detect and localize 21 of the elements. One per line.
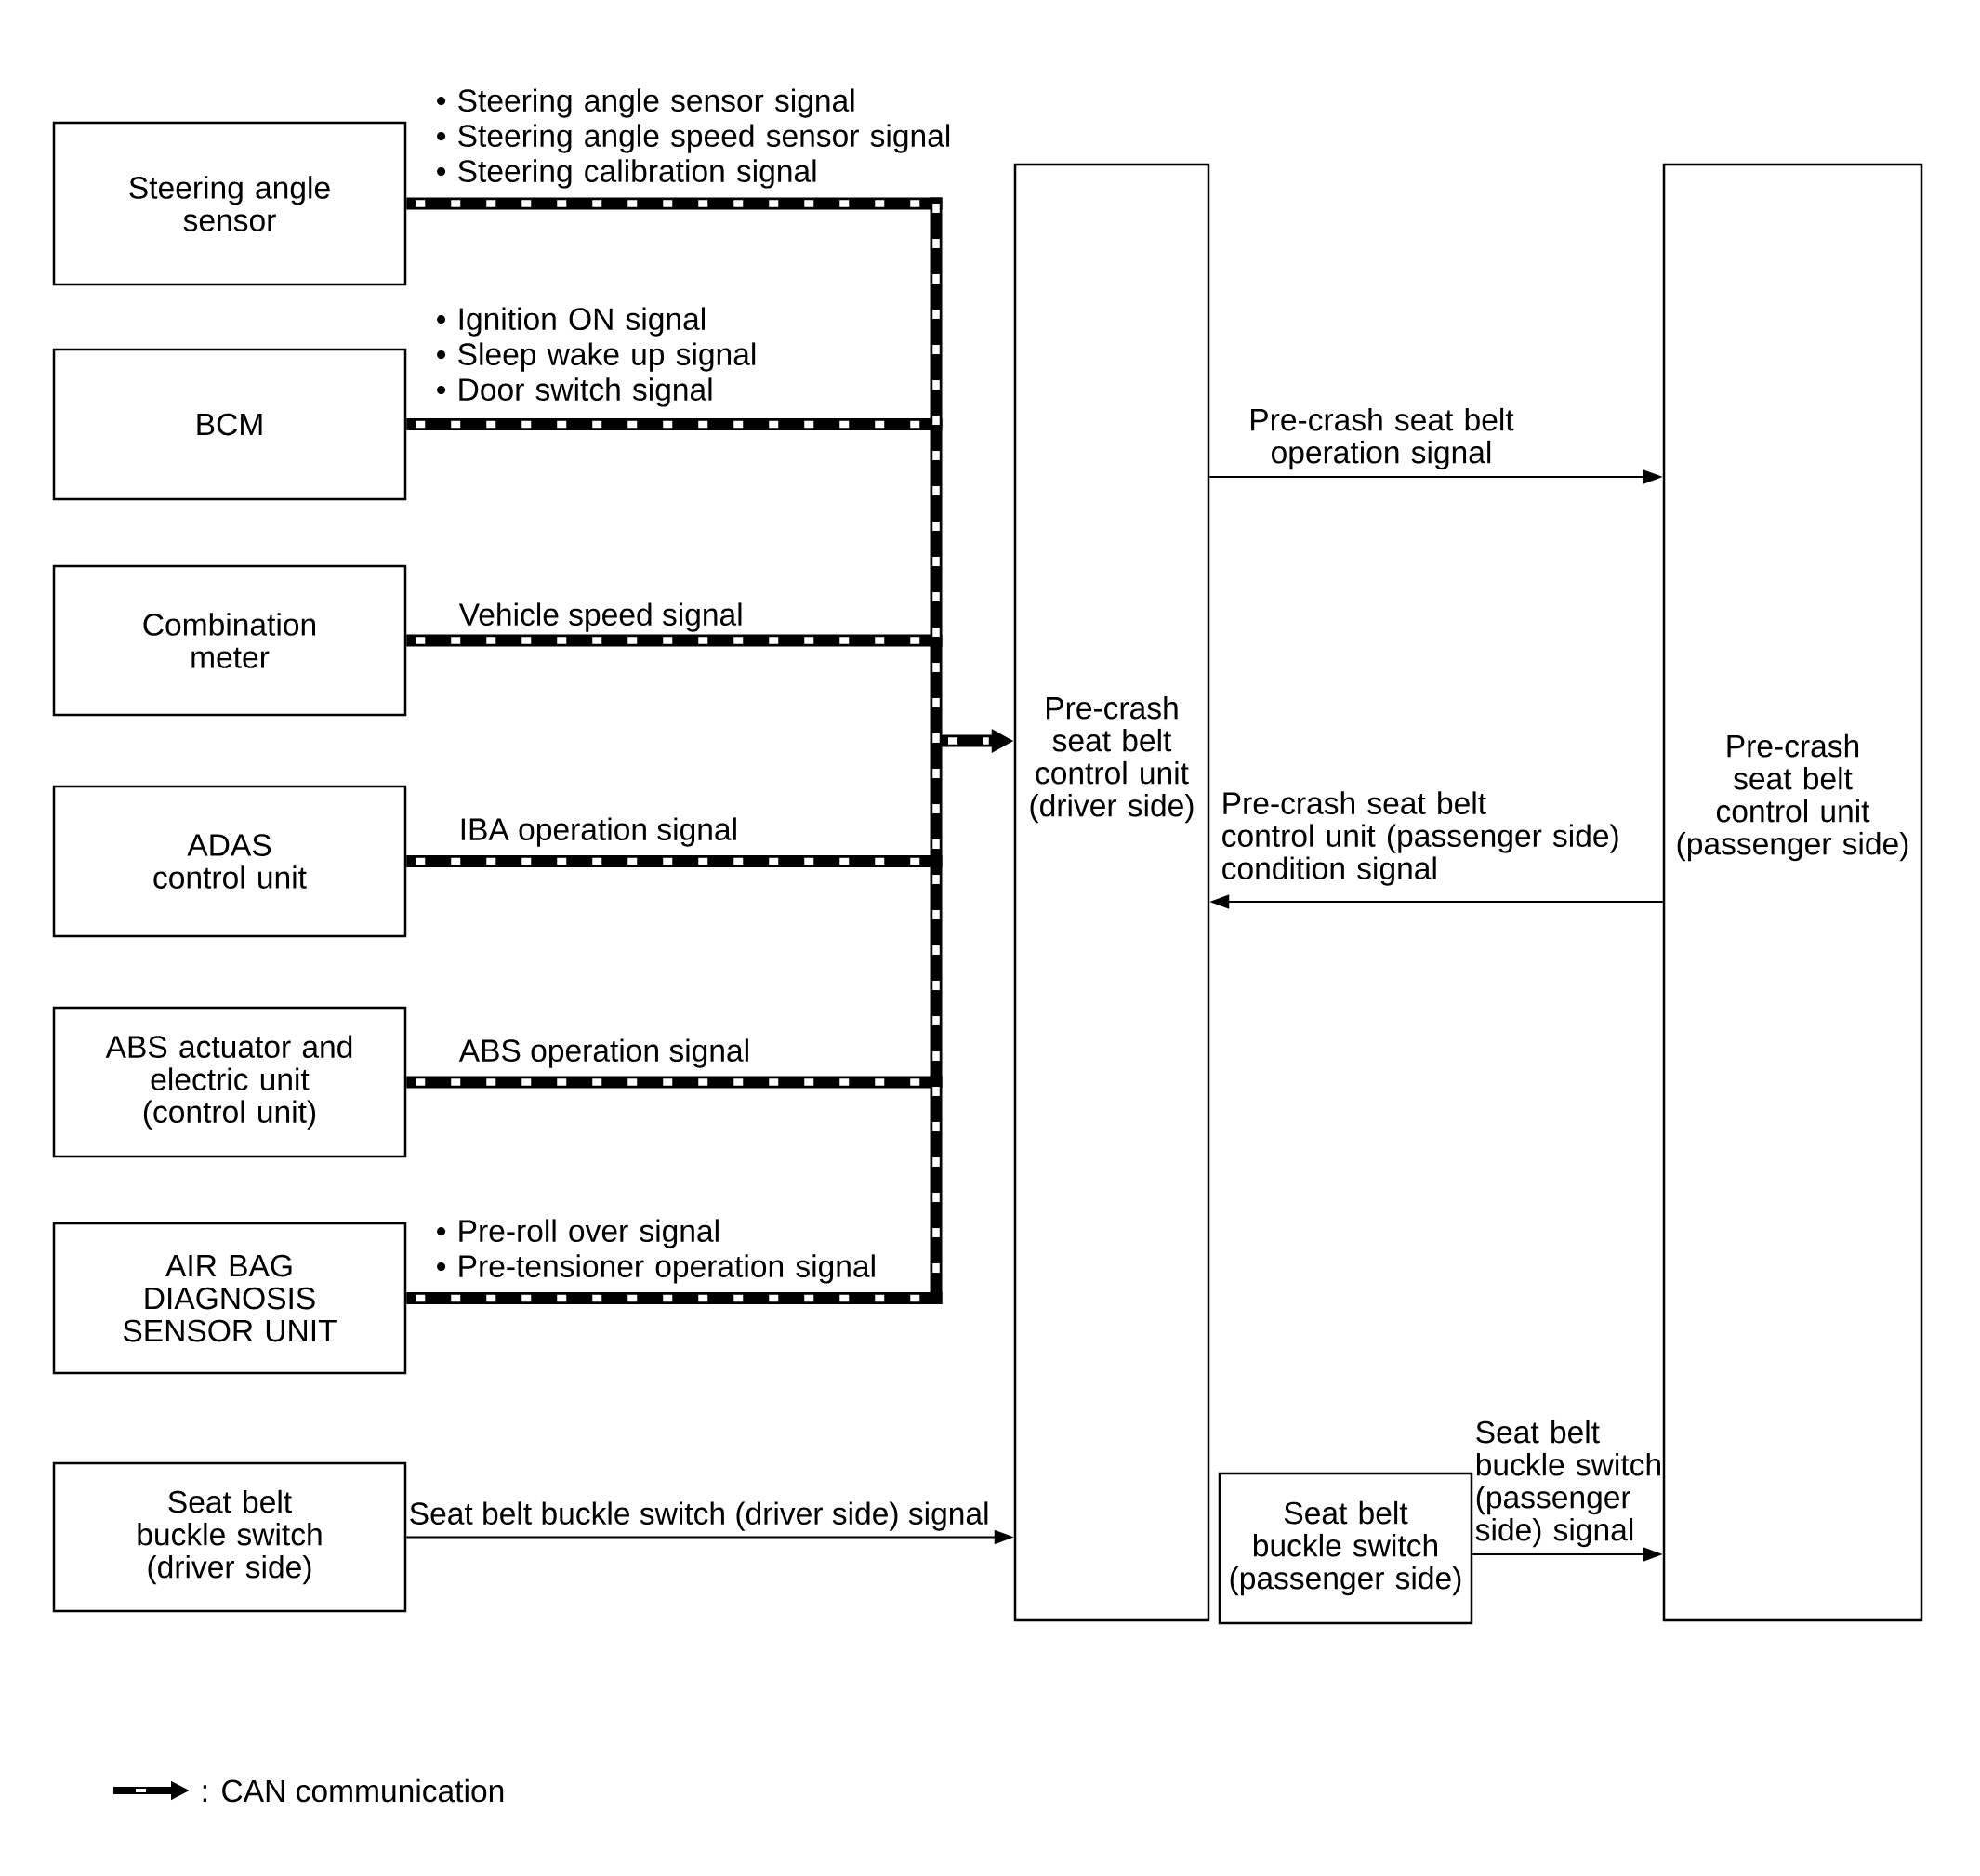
edge-label: IBA operation signal	[461, 817, 736, 847]
component-box: ABS actuator and electric unit (control unit)	[52, 1006, 407, 1158]
control-unit-box: Pre-crash seat belt control unit (passenger side)	[1662, 163, 1923, 1622]
edge-label: Pre-crash seat belt control unit (passenger side) condition signal	[1222, 791, 1618, 886]
edge-label: • Pre-roll over signal • Pre-tensioner operation signal	[437, 1219, 875, 1284]
component-box: AIR BAG DIAGNOSIS SENSOR UNIT	[52, 1222, 407, 1375]
component-box: ADAS control unit	[52, 785, 407, 938]
edge-label: • Ignition ON signal • Sleep wake up signal • Door switch signal	[437, 307, 756, 407]
switch-box: Seat belt buckle switch (passenger side)	[1218, 1472, 1473, 1625]
control-unit-box: Pre-crash seat belt control unit (driver side)	[1013, 163, 1210, 1622]
edge-label: Seat belt buckle switch (passenger side) signal	[1475, 1420, 1660, 1548]
legend-text: : CAN communication	[203, 1778, 504, 1803]
edge-label: Vehicle speed signal	[458, 602, 742, 632]
edge-label: • Steering angle sensor signal • Steering angle speed sensor signal • Steering calibration signal	[437, 88, 950, 189]
edge-label: ABS operation signal	[458, 1038, 748, 1068]
switch-box: Seat belt buckle switch (driver side)	[52, 1461, 407, 1613]
component-box: Combination meter	[52, 564, 407, 717]
edge-label: Seat belt buckle switch (driver side) signal	[410, 1501, 988, 1531]
component-box: Steering angle sensor	[52, 121, 407, 286]
edge-label: Pre-crash seat belt operation signal	[1251, 407, 1514, 470]
component-box: BCM	[52, 348, 407, 501]
